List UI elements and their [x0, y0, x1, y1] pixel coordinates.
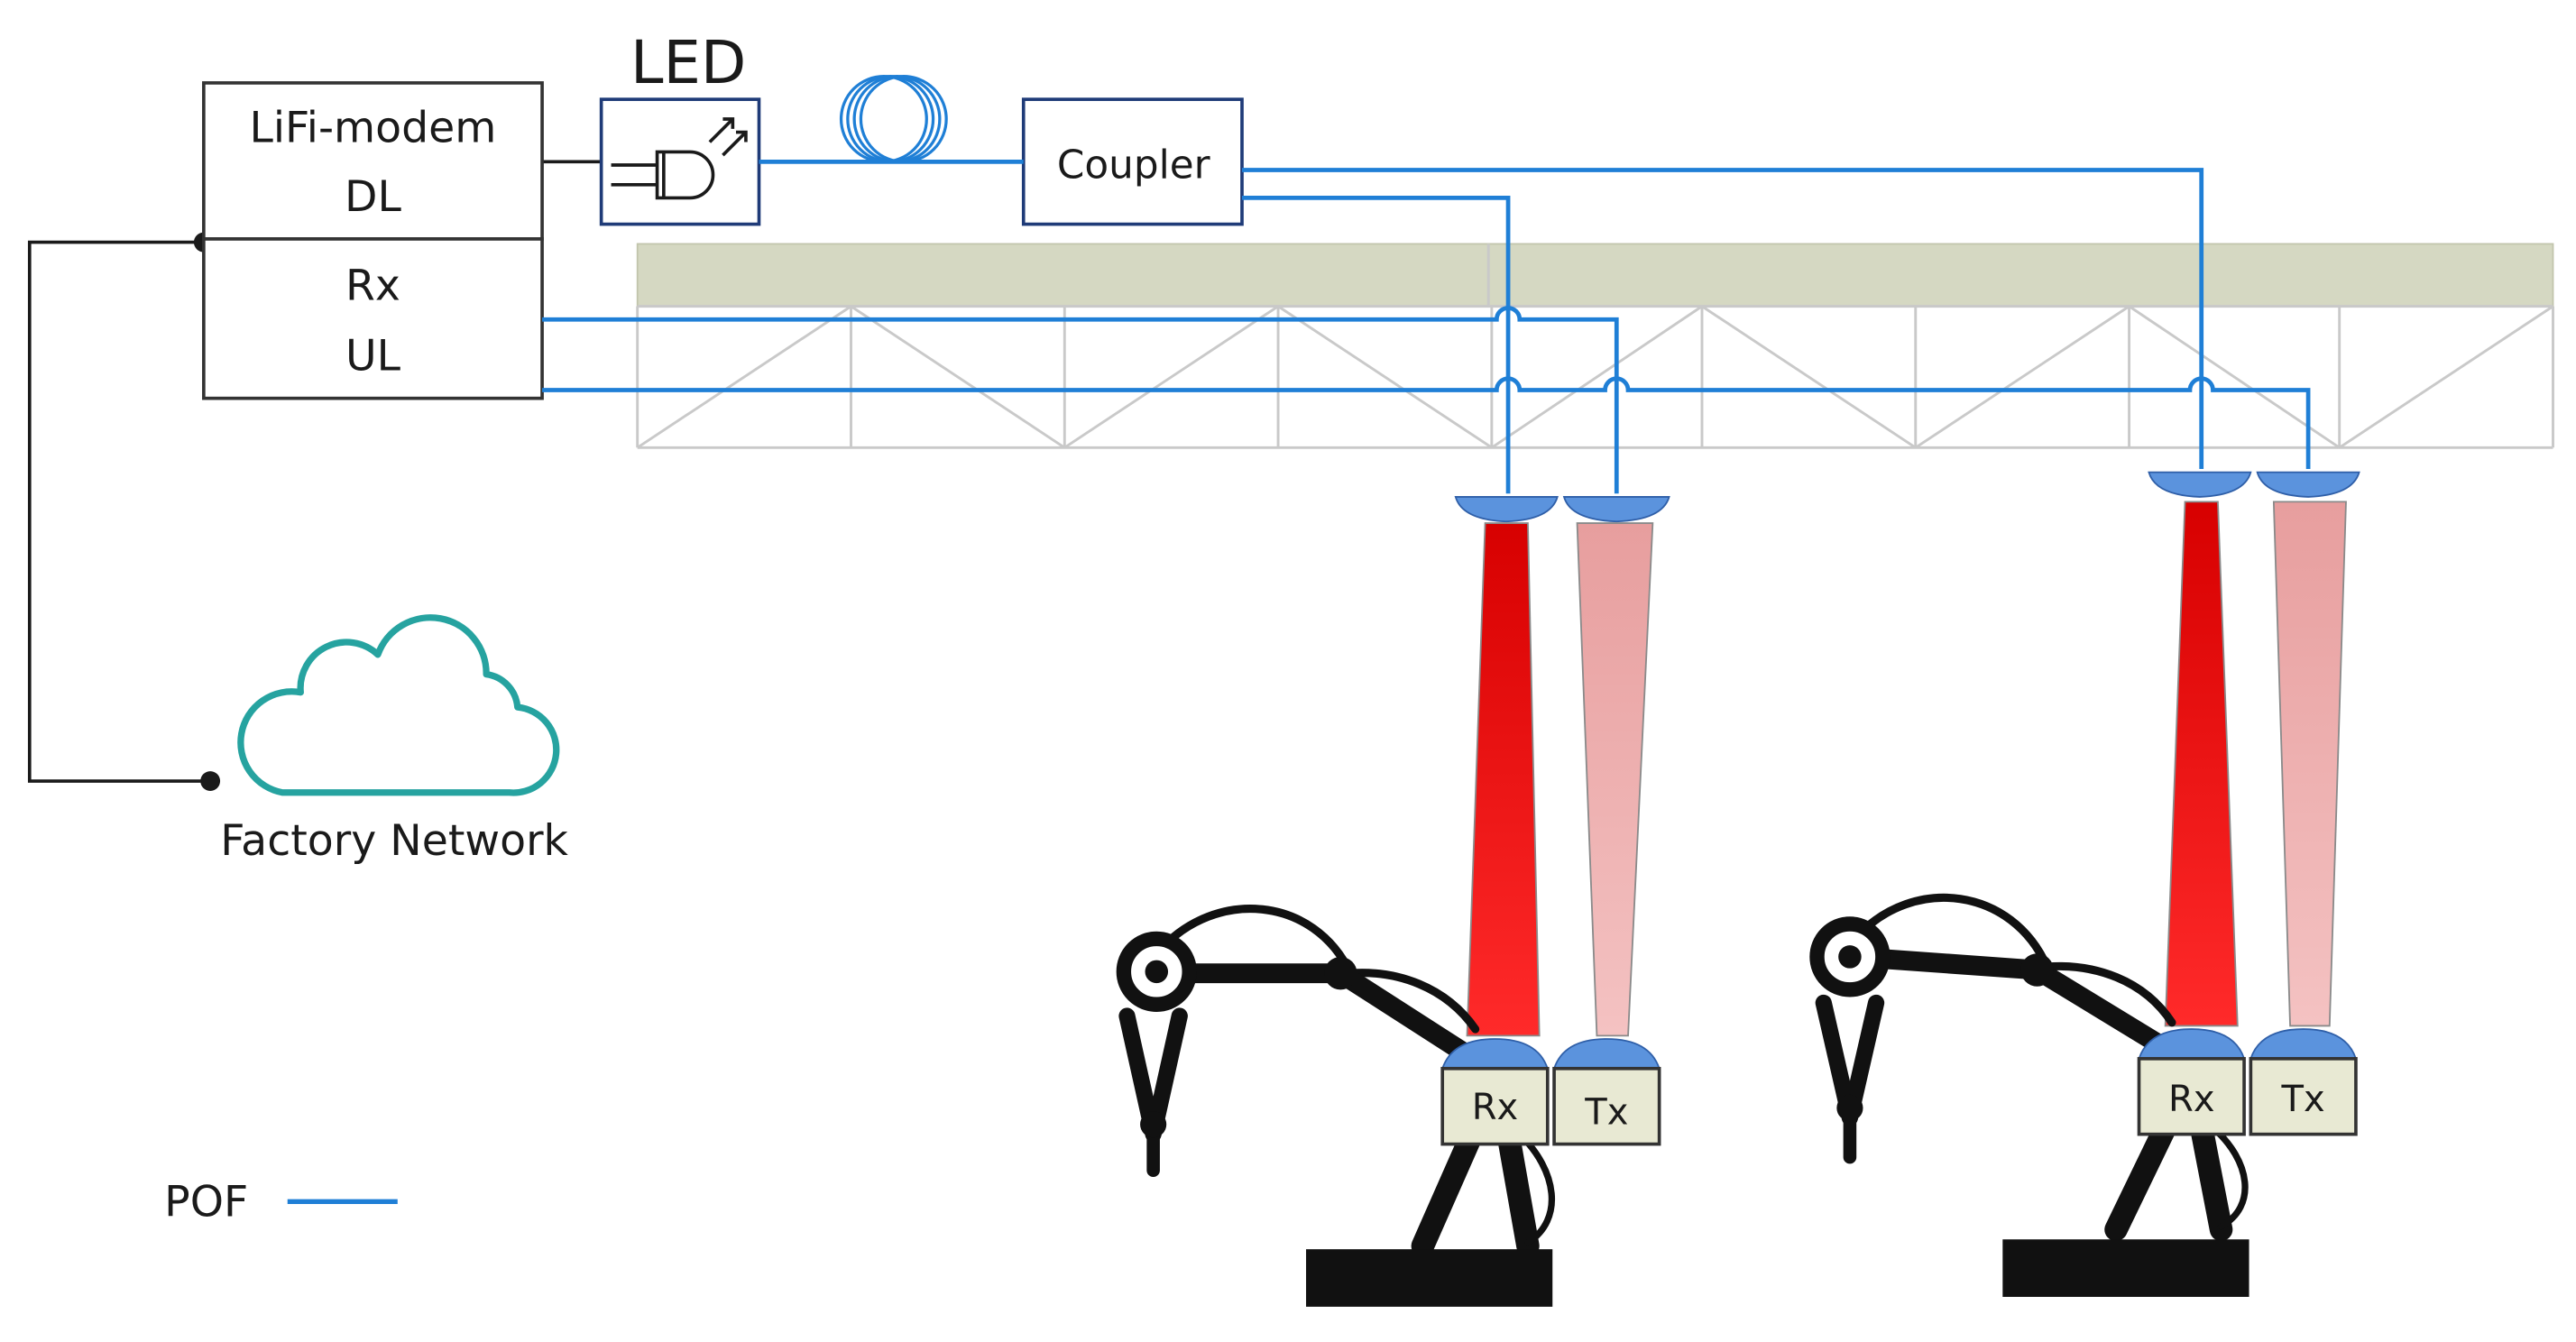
modem-title: LiFi-modem	[249, 104, 496, 153]
robot-2: Rx Tx	[1809, 893, 2358, 1297]
robot-rx-box-1	[1440, 1066, 1550, 1146]
ceiling-truss	[636, 243, 2554, 449]
robot-elbow-2	[2020, 953, 2054, 987]
modem-dl-label: DL	[345, 172, 401, 222]
led-label: LED	[630, 29, 746, 97]
beam-uplink-2	[2272, 501, 2347, 1027]
modem-rx-label: Rx	[345, 261, 400, 310]
ceiling-rx-lens-2	[2148, 471, 2252, 498]
robot-tip-2	[1836, 1094, 1863, 1122]
robot-base-2	[2002, 1239, 2249, 1297]
pof-fibers	[542, 159, 2311, 494]
modem-dl-box	[202, 81, 544, 241]
factory-network: Factory Network	[220, 614, 569, 866]
robot-rx-box-2	[2137, 1057, 2246, 1136]
robot-arm-2	[1815, 893, 2249, 1242]
robot-rx-lens-2	[2138, 1028, 2246, 1060]
robot-rx-label-2: Rx	[2168, 1079, 2215, 1120]
beam-uplink-1	[1576, 522, 1654, 1037]
robot-base-1	[1306, 1249, 1553, 1307]
ceiling-tx-lens-1	[1562, 496, 1670, 523]
robot-joint-2-core	[1838, 945, 1862, 969]
led-icon	[611, 117, 748, 200]
robot-tx-box-1	[1552, 1066, 1661, 1146]
legend: POF	[164, 1178, 398, 1227]
beam-downlink-2	[2164, 501, 2239, 1027]
robot-rx-label-1: Rx	[1472, 1087, 1519, 1128]
coupler-label: Coupler	[1057, 142, 1210, 188]
legend-pof-label: POF	[164, 1178, 248, 1227]
robot-joint-1-core	[1145, 960, 1169, 984]
network-wiring	[27, 240, 211, 783]
robot-tx-lens-1	[1552, 1038, 1661, 1070]
truss-band	[636, 243, 2554, 308]
cloud-icon	[237, 614, 560, 796]
robot-tx-label-1: Tx	[1584, 1092, 1628, 1134]
led-block: LED	[599, 29, 761, 226]
coupler-block: Coupler	[1021, 97, 1244, 226]
fiber-coil-icon	[839, 75, 948, 163]
beam-downlink-1	[1466, 522, 1541, 1037]
ceiling-optics	[1454, 471, 2360, 523]
robot-tx-box-2	[2249, 1057, 2358, 1136]
robot-tip-1	[1140, 1111, 1167, 1138]
lifi-modem: LiFi-modem DL Rx UL	[202, 81, 544, 400]
robot-arm-1	[1118, 905, 1556, 1258]
modem-ul-label: UL	[345, 332, 401, 381]
ceiling-rx-lens-1	[1454, 496, 1559, 523]
robot-rx-lens-1	[1440, 1038, 1550, 1070]
robot-1: Rx Tx	[1116, 905, 1661, 1307]
robot-elbow-1	[1324, 956, 1357, 990]
light-beams	[1466, 501, 2347, 1037]
robot-tx-lens-2	[2249, 1028, 2358, 1060]
ceiling-tx-lens-2	[2256, 471, 2360, 498]
robot-tx-label-2: Tx	[2281, 1079, 2325, 1120]
coupler-box	[1021, 97, 1244, 226]
factory-network-label: Factory Network	[220, 816, 568, 866]
junction-dot-network	[200, 771, 221, 791]
